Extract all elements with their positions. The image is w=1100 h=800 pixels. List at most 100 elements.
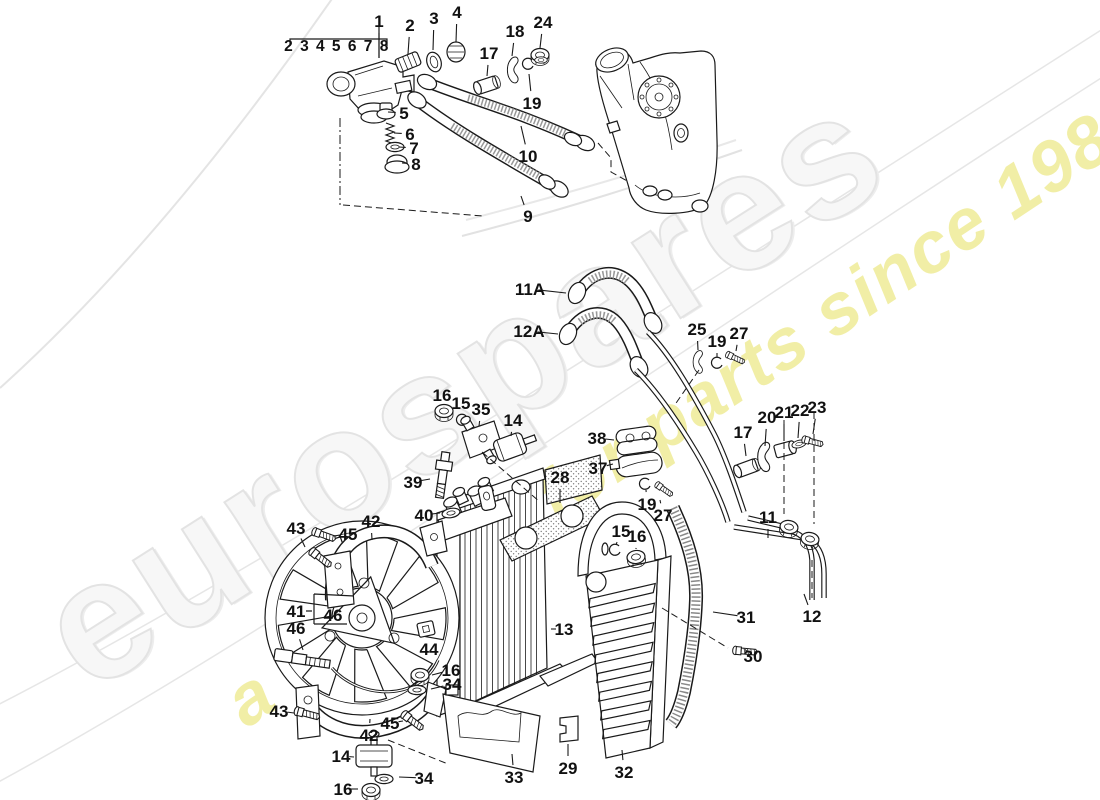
- fitting-part2: [394, 51, 422, 73]
- grommet-38: [615, 425, 658, 456]
- callout-14[interactable]: 14: [504, 411, 523, 430]
- callout-32[interactable]: 32: [615, 763, 634, 782]
- oil-hose-10: [416, 73, 596, 152]
- callout-3[interactable]: 3: [429, 9, 438, 28]
- callout-23[interactable]: 23: [808, 398, 827, 417]
- callout-16[interactable]: 16: [442, 661, 461, 680]
- cap-part8: [384, 154, 410, 174]
- callout-11A[interactable]: 11A: [515, 280, 545, 299]
- callout-46[interactable]: 46: [287, 619, 306, 638]
- nut-16c: [361, 782, 381, 800]
- callout-12A[interactable]: 12A: [513, 322, 544, 341]
- callout-4[interactable]: 4: [452, 3, 462, 22]
- callout-28[interactable]: 28: [551, 468, 570, 487]
- plug-part5: [376, 102, 396, 120]
- callout-10[interactable]: 10: [519, 147, 538, 166]
- callout-41[interactable]: 41: [287, 602, 306, 621]
- callout-17[interactable]: 17: [480, 44, 499, 63]
- cover-37: [608, 451, 663, 478]
- callout-22[interactable]: 22: [791, 401, 810, 420]
- rubber-mount-14b: [355, 730, 393, 777]
- callout-33[interactable]: 33: [505, 768, 524, 787]
- callout-15[interactable]: 15: [612, 522, 631, 541]
- louver-slats: [588, 582, 657, 740]
- callout-14[interactable]: 14: [332, 747, 351, 766]
- callout-1[interactable]: 1: [374, 12, 383, 31]
- callout-18[interactable]: 18: [506, 22, 525, 41]
- callout-2[interactable]: 2: [405, 16, 414, 35]
- callout-16[interactable]: 16: [433, 386, 452, 405]
- callout-43[interactable]: 43: [270, 702, 289, 721]
- callout-40[interactable]: 40: [415, 506, 434, 525]
- callout-17[interactable]: 17: [734, 423, 753, 442]
- callout-25[interactable]: 25: [688, 320, 707, 339]
- callout-13[interactable]: 13: [555, 620, 574, 639]
- screw-23: [800, 434, 825, 449]
- louver-duct-32: [577, 501, 672, 759]
- hose-11a: [567, 266, 663, 334]
- callout-20[interactable]: 20: [758, 408, 777, 427]
- callout-15[interactable]: 15: [452, 394, 471, 413]
- callout-37[interactable]: 37: [589, 459, 608, 478]
- callout-35[interactable]: 35: [472, 400, 491, 419]
- clip-44: [416, 620, 436, 638]
- callout-19[interactable]: 19: [708, 332, 727, 351]
- slot-hole: [601, 542, 609, 556]
- clip-15b: [608, 543, 621, 556]
- callout-46[interactable]: 46: [324, 606, 343, 625]
- callout-21[interactable]: 21: [775, 403, 794, 422]
- screw-27c: [653, 480, 675, 499]
- console-28: [437, 484, 605, 562]
- callout-12[interactable]: 12: [803, 607, 822, 626]
- callout-31[interactable]: 31: [737, 608, 756, 627]
- callout-5[interactable]: 5: [399, 104, 408, 123]
- oil-hose-9: [407, 91, 569, 198]
- nut-16a: [434, 403, 454, 423]
- plug-part4: [446, 41, 466, 63]
- callout-34[interactable]: 34: [415, 769, 434, 788]
- clamp-20: [757, 441, 771, 473]
- callout-19[interactable]: 19: [638, 495, 657, 514]
- callout-19[interactable]: 19: [523, 94, 542, 113]
- air-deflector-33: [442, 684, 541, 773]
- callout-43[interactable]: 43: [287, 519, 306, 538]
- callout-24[interactable]: 24: [534, 13, 553, 32]
- callout-7[interactable]: 7: [409, 139, 418, 158]
- callout-42[interactable]: 42: [362, 512, 381, 531]
- callout-9[interactable]: 9: [523, 207, 532, 226]
- callout-44[interactable]: 44: [420, 640, 439, 659]
- callout-45[interactable]: 45: [381, 714, 400, 733]
- callout-42[interactable]: 42: [360, 726, 379, 745]
- callout-16[interactable]: 16: [628, 527, 647, 546]
- callout-29[interactable]: 29: [559, 759, 578, 778]
- swoosh-arc-topleft: [0, 0, 333, 389]
- callout-34[interactable]: 34: [443, 675, 462, 694]
- screw-27mid: [724, 350, 747, 366]
- hose-12a: [558, 307, 649, 378]
- washer-19mid: [710, 356, 723, 369]
- callout-11[interactable]: 11: [759, 508, 777, 527]
- group-bracket-label: 2 3 4 5 6 7 8: [284, 38, 390, 55]
- oil-pipes-11-12: [634, 330, 827, 600]
- rubber-mount-14a: [492, 432, 538, 462]
- washer-34b: [374, 773, 394, 785]
- spacer-part17a: [471, 74, 503, 96]
- clamp-25: [692, 350, 703, 374]
- callout-16[interactable]: 16: [334, 780, 353, 799]
- oil-tank: [595, 47, 718, 214]
- callout-39[interactable]: 39: [404, 473, 423, 492]
- callout-6[interactable]: 6: [405, 125, 414, 144]
- callout-45[interactable]: 45: [339, 525, 358, 544]
- oil-temp-sensor-39: [434, 451, 454, 500]
- callout-27[interactable]: 27: [654, 506, 673, 525]
- callout-30[interactable]: 30: [744, 647, 763, 666]
- temp-switch-46: [273, 648, 440, 694]
- callout-38[interactable]: 38: [588, 429, 607, 448]
- seal-strip-31: [665, 505, 704, 729]
- radiator-fins: [464, 481, 537, 709]
- oil-cooler-radiator: [436, 454, 603, 723]
- callout-8[interactable]: 8: [411, 155, 420, 174]
- callout-27[interactable]: 27: [730, 324, 749, 343]
